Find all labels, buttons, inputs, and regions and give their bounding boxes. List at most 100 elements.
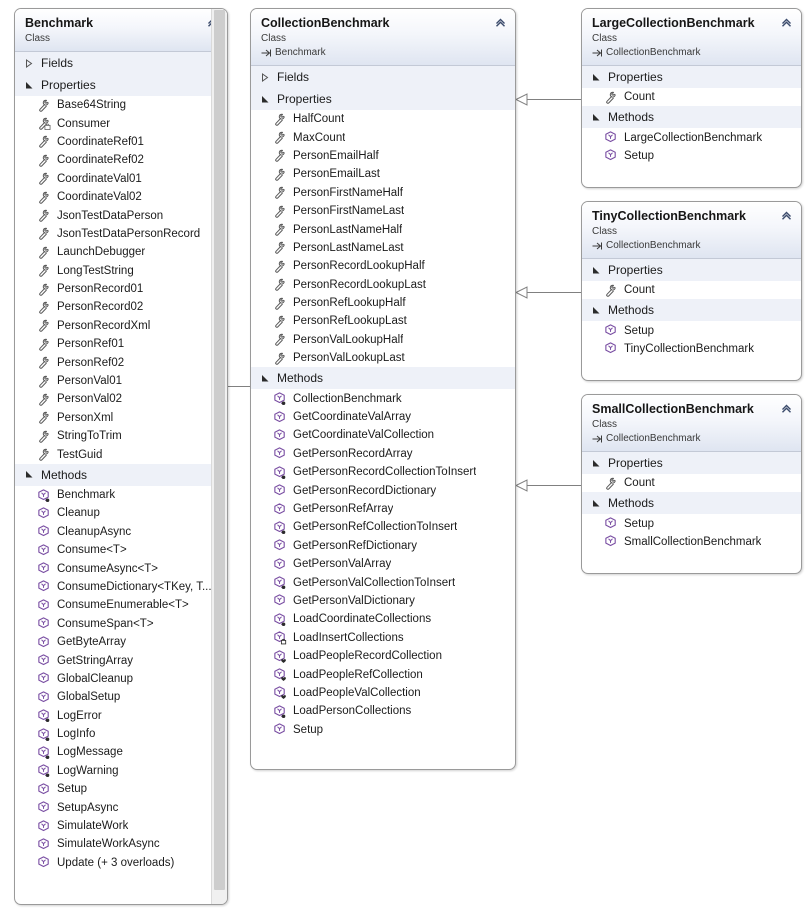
member-row[interactable]: GetPersonRefCollectionToInsert bbox=[251, 518, 515, 536]
member-row[interactable]: SimulateWork bbox=[15, 817, 227, 835]
member-row[interactable]: LoadPeopleRecordCollection bbox=[251, 647, 515, 665]
member-row[interactable]: GetPersonValCollectionToInsert bbox=[251, 573, 515, 591]
member-row[interactable]: LoadPeopleValCollection bbox=[251, 684, 515, 702]
member-row[interactable]: TestGuid bbox=[15, 445, 227, 463]
member-row[interactable]: Base64String bbox=[15, 96, 227, 114]
vertical-scrollbar[interactable] bbox=[211, 9, 227, 904]
member-row[interactable]: Count bbox=[582, 281, 801, 299]
member-row[interactable]: GetStringArray bbox=[15, 651, 227, 669]
class-box-largecollectionbenchmark[interactable]: LargeCollectionBenchmark Class Collectio… bbox=[581, 8, 802, 188]
member-row[interactable]: CoordinateRef02 bbox=[15, 151, 227, 169]
member-row[interactable]: GetCoordinateValCollection bbox=[251, 426, 515, 444]
member-row[interactable]: CoordinateVal02 bbox=[15, 188, 227, 206]
section-properties[interactable]: Properties bbox=[582, 66, 801, 88]
section-properties[interactable]: Properties bbox=[251, 88, 515, 110]
member-row[interactable]: Consume<T> bbox=[15, 541, 227, 559]
member-row[interactable]: GetPersonValArray bbox=[251, 555, 515, 573]
member-row[interactable]: CleanupAsync bbox=[15, 523, 227, 541]
member-row[interactable]: SetupAsync bbox=[15, 798, 227, 816]
collapse-chevron-icon[interactable] bbox=[780, 16, 793, 29]
member-row[interactable]: ConsumeSpan<T> bbox=[15, 615, 227, 633]
member-row[interactable]: PersonLastNameLast bbox=[251, 239, 515, 257]
member-row[interactable]: PersonValLookupHalf bbox=[251, 331, 515, 349]
member-row[interactable]: Cleanup bbox=[15, 504, 227, 522]
member-row[interactable]: JsonTestDataPersonRecord bbox=[15, 225, 227, 243]
member-row[interactable]: StringToTrim bbox=[15, 427, 227, 445]
class-box-smallcollectionbenchmark[interactable]: SmallCollectionBenchmark Class Collectio… bbox=[581, 394, 802, 574]
member-row[interactable]: LaunchDebugger bbox=[15, 243, 227, 261]
member-row[interactable]: PersonRef02 bbox=[15, 353, 227, 371]
member-row[interactable]: GetPersonRefArray bbox=[251, 500, 515, 518]
collapse-chevron-icon[interactable] bbox=[780, 402, 793, 415]
member-row[interactable]: PersonFirstNameLast bbox=[251, 202, 515, 220]
member-row[interactable]: Consumer bbox=[15, 114, 227, 132]
member-row[interactable]: ConsumeDictionary<TKey, T... bbox=[15, 578, 227, 596]
section-fields[interactable]: Fields bbox=[251, 66, 515, 88]
member-row[interactable]: Count bbox=[582, 474, 801, 492]
section-properties[interactable]: Properties bbox=[15, 74, 227, 96]
member-row[interactable]: GetByteArray bbox=[15, 633, 227, 651]
member-row[interactable]: LoadPersonCollections bbox=[251, 702, 515, 720]
member-row[interactable]: CoordinateRef01 bbox=[15, 133, 227, 151]
member-row[interactable]: Setup bbox=[582, 514, 801, 532]
member-row[interactable]: GetPersonRecordCollectionToInsert bbox=[251, 463, 515, 481]
member-row[interactable]: LoadPeopleRefCollection bbox=[251, 665, 515, 683]
member-row[interactable]: ConsumeAsync<T> bbox=[15, 559, 227, 577]
member-row[interactable]: LogWarning bbox=[15, 762, 227, 780]
member-row[interactable]: PersonValLookupLast bbox=[251, 349, 515, 367]
section-methods[interactable]: Methods bbox=[582, 299, 801, 322]
member-row[interactable]: GetPersonRecordArray bbox=[251, 445, 515, 463]
member-row[interactable]: PersonEmailHalf bbox=[251, 147, 515, 165]
member-row[interactable]: MaxCount bbox=[251, 128, 515, 146]
member-row[interactable]: GlobalSetup bbox=[15, 688, 227, 706]
member-row[interactable]: PersonVal02 bbox=[15, 390, 227, 408]
member-row[interactable]: Update (+ 3 overloads) bbox=[15, 854, 227, 872]
member-row[interactable]: JsonTestDataPerson bbox=[15, 206, 227, 224]
member-row[interactable]: LogError bbox=[15, 707, 227, 725]
member-row[interactable]: GetPersonValDictionary bbox=[251, 592, 515, 610]
member-row[interactable]: LogInfo bbox=[15, 725, 227, 743]
member-row[interactable]: CoordinateVal01 bbox=[15, 170, 227, 188]
member-row[interactable]: GetPersonRecordDictionary bbox=[251, 481, 515, 499]
member-row[interactable]: Setup bbox=[251, 721, 515, 739]
member-row[interactable]: PersonRefLookupHalf bbox=[251, 294, 515, 312]
section-fields[interactable]: Fields bbox=[15, 52, 227, 74]
member-row[interactable]: GlobalCleanup bbox=[15, 670, 227, 688]
member-row[interactable]: Setup bbox=[582, 147, 801, 165]
section-properties[interactable]: Properties bbox=[582, 259, 801, 281]
class-box-collectionbenchmark[interactable]: CollectionBenchmark Class Benchmark bbox=[250, 8, 516, 770]
member-row[interactable]: PersonRef01 bbox=[15, 335, 227, 353]
member-row[interactable]: PersonVal01 bbox=[15, 372, 227, 390]
section-methods[interactable]: Methods bbox=[582, 492, 801, 515]
member-row[interactable]: PersonRefLookupLast bbox=[251, 312, 515, 330]
section-methods[interactable]: Methods bbox=[251, 367, 515, 390]
section-methods[interactable]: Methods bbox=[15, 463, 227, 486]
member-row[interactable]: PersonRecordLookupHalf bbox=[251, 257, 515, 275]
member-row[interactable]: PersonLastNameHalf bbox=[251, 220, 515, 238]
scrollbar-thumb[interactable] bbox=[214, 10, 225, 890]
member-row[interactable]: Setup bbox=[582, 321, 801, 339]
member-row[interactable]: Count bbox=[582, 88, 801, 106]
member-row[interactable]: PersonFirstNameHalf bbox=[251, 184, 515, 202]
member-row[interactable]: LargeCollectionBenchmark bbox=[582, 128, 801, 146]
member-row[interactable]: SmallCollectionBenchmark bbox=[582, 533, 801, 551]
section-properties[interactable]: Properties bbox=[582, 452, 801, 474]
member-row[interactable]: ConsumeEnumerable<T> bbox=[15, 596, 227, 614]
member-row[interactable]: LoadInsertCollections bbox=[251, 629, 515, 647]
member-row[interactable]: PersonEmailLast bbox=[251, 165, 515, 183]
member-row[interactable]: PersonRecord02 bbox=[15, 298, 227, 316]
member-row[interactable]: LoadCoordinateCollections bbox=[251, 610, 515, 628]
member-row[interactable]: Setup bbox=[15, 780, 227, 798]
member-row[interactable]: PersonRecord01 bbox=[15, 280, 227, 298]
class-box-tinycollectionbenchmark[interactable]: TinyCollectionBenchmark Class Collection… bbox=[581, 201, 802, 381]
collapse-chevron-icon[interactable] bbox=[780, 209, 793, 222]
member-row[interactable]: GetCoordinateValArray bbox=[251, 408, 515, 426]
section-methods[interactable]: Methods bbox=[582, 106, 801, 129]
member-row[interactable]: GetPersonRefDictionary bbox=[251, 537, 515, 555]
member-row[interactable]: PersonRecordLookupLast bbox=[251, 276, 515, 294]
member-row[interactable]: LogMessage bbox=[15, 743, 227, 761]
member-row[interactable]: PersonXml bbox=[15, 409, 227, 427]
member-row[interactable]: TinyCollectionBenchmark bbox=[582, 340, 801, 358]
class-box-benchmark[interactable]: Benchmark Class Fields bbox=[14, 8, 228, 905]
collapse-chevron-icon[interactable] bbox=[494, 16, 507, 29]
